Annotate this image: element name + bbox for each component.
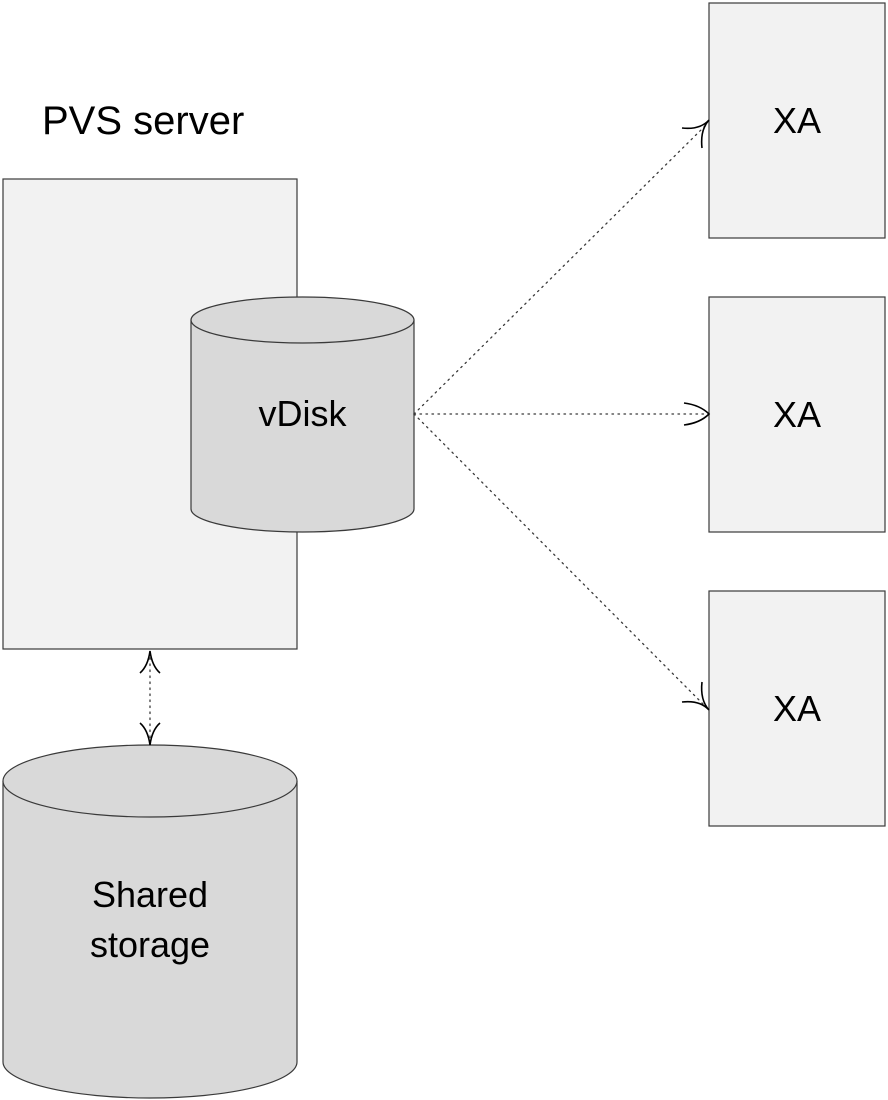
server-side-arrowhead	[139, 650, 161, 674]
client-box-1: XA	[708, 2, 886, 239]
pvs-server-title: PVS server	[42, 99, 244, 143]
vdisk-label: vDisk	[259, 393, 348, 434]
vdisk-cylinder-body	[190, 320, 415, 533]
client-1-arrowhead	[681, 119, 710, 149]
shared-storage-label-line2: storage	[90, 924, 210, 965]
storage-side-arrowhead	[139, 722, 161, 746]
vdisk-cylinder: vDisk	[190, 296, 415, 533]
shared-storage-label-line1: Shared	[92, 874, 208, 915]
client-box-3-frame	[708, 590, 886, 827]
client-box-1-frame	[708, 2, 886, 239]
client-box-3-label: XA	[773, 688, 821, 729]
client-box-1-label: XA	[773, 100, 821, 141]
client-box-3: XA	[708, 590, 886, 827]
client-box-2: XA	[708, 296, 886, 533]
client-box-2-label: XA	[773, 394, 821, 435]
shared-storage-top	[2, 744, 298, 818]
client-3-arrowhead	[681, 681, 710, 711]
vdisk-to-client-1-connector	[413, 123, 708, 415]
vdisk-to-client-3-connector	[413, 413, 708, 709]
shared-storage-body	[2, 781, 298, 1099]
client-box-2-frame	[708, 296, 886, 533]
shared-storage-cylinder: Shared storage	[2, 744, 298, 1099]
client-2-arrowhead	[683, 402, 711, 426]
vdisk-cylinder-top	[190, 296, 415, 344]
